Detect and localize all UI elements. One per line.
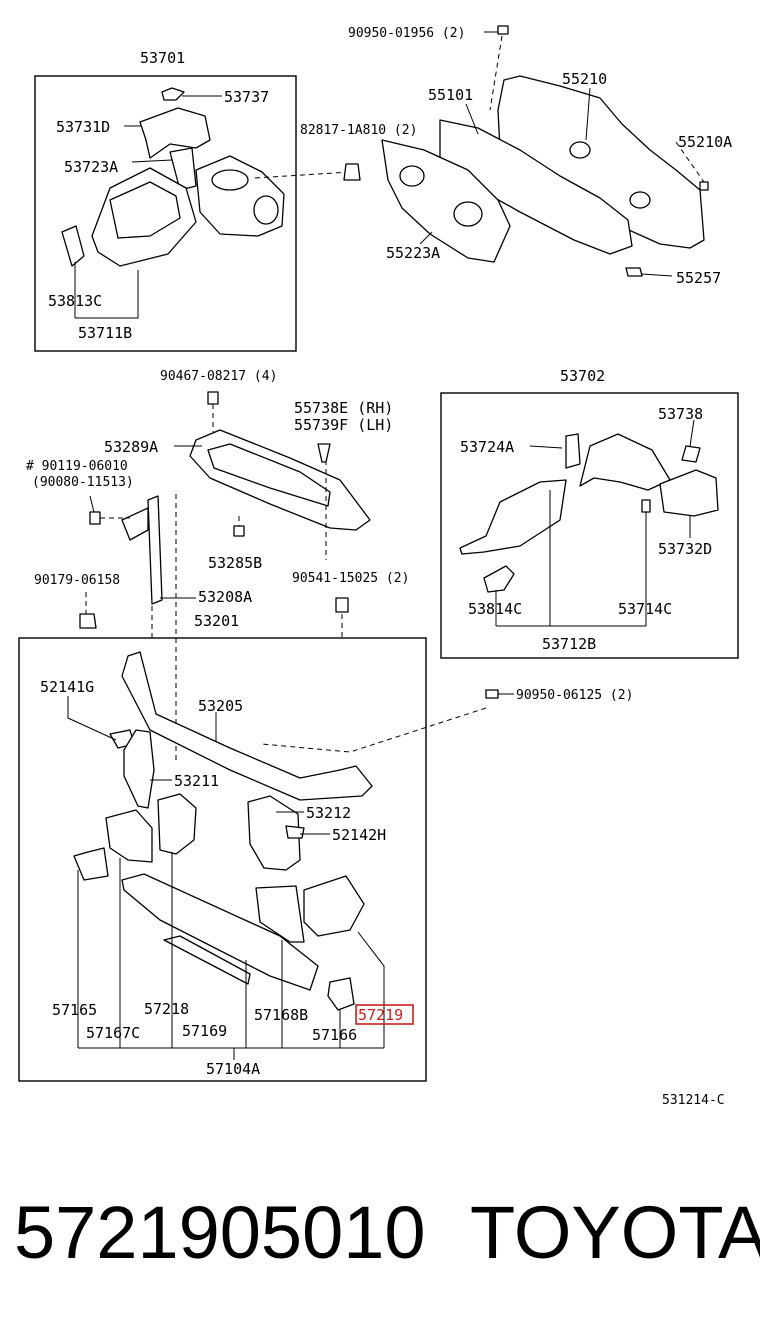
bolt-90541-shape — [335, 597, 349, 613]
label-53814C: 53814C — [468, 600, 522, 618]
label-57167C: 57167C — [86, 1024, 140, 1042]
leader-90950-06125 — [261, 707, 487, 753]
label-53813C: 53813C — [48, 292, 102, 310]
radiator-support-53201-drawing — [73, 651, 373, 1011]
leader-53711B — [74, 262, 139, 319]
label-53211: 53211 — [174, 772, 219, 790]
label-90467-08217: 90467-08217 (4) — [160, 369, 277, 384]
label-53738: 53738 — [658, 405, 703, 423]
label-57218: 57218 — [144, 1000, 189, 1018]
label-53731D: 53731D — [56, 118, 110, 136]
label-52142H: 52142H — [332, 826, 386, 844]
label-53724A: 53724A — [460, 438, 514, 456]
label-57104A: 57104A — [206, 1060, 260, 1078]
label-53714C: 53714C — [618, 600, 672, 618]
group-box-53701 — [34, 75, 297, 352]
label-55223A: 55223A — [386, 244, 440, 262]
leader-90950-01956-drop — [489, 35, 503, 111]
leader-53723A — [131, 159, 173, 163]
label-57219: 57219 — [358, 1006, 403, 1024]
label-55739F: 55739F (LH) — [294, 416, 393, 434]
group-box-53702 — [440, 392, 739, 659]
label-90950-06125: 90950-06125 (2) — [516, 688, 633, 703]
label-55210A: 55210A — [678, 133, 732, 151]
leader-55210 — [585, 87, 591, 141]
label-53712B: 53712B — [542, 635, 596, 653]
leader-90119 — [89, 495, 95, 513]
label-53701: 53701 — [140, 49, 185, 67]
label-90080-11513: (90080-11513) — [32, 475, 134, 490]
label-53208A: 53208A — [198, 588, 252, 606]
dash-panel-55210-drawing — [381, 25, 709, 277]
leader-53738 — [689, 419, 695, 447]
leader-53712B — [495, 490, 647, 627]
label-82817-1A810: 82817-1A810 (2) — [300, 123, 417, 138]
leader-82817 — [254, 171, 351, 179]
label-90119-06010: # 90119-06010 — [26, 459, 128, 474]
footer: 5721905010 TOYOTA — [0, 1190, 760, 1280]
leader-55257 — [641, 273, 673, 277]
leader-55210A — [675, 141, 705, 183]
part-number: 5721905010 — [14, 1191, 426, 1274]
label-53732D: 53732D — [658, 540, 712, 558]
label-55101: 55101 — [428, 86, 473, 104]
label-53285B: 53285B — [208, 554, 262, 572]
leader-55101 — [465, 103, 479, 135]
apron-assembly-53701-drawing — [61, 87, 285, 267]
label-90541-15025: 90541-15025 (2) — [292, 571, 409, 586]
label-53723A: 53723A — [64, 158, 118, 176]
label-55738E: 55738E (RH) — [294, 399, 393, 417]
label-53205: 53205 — [198, 697, 243, 715]
label-53711B: 53711B — [78, 324, 132, 342]
label-53702: 53702 — [560, 367, 605, 385]
label-53289A: 53289A — [104, 438, 158, 456]
label-57168B: 57168B — [254, 1006, 308, 1024]
leader-57104A-bracket — [77, 852, 385, 1060]
label-90950-01956: 90950-01956 (2) — [348, 26, 465, 41]
apron-assembly-53702-drawing — [459, 433, 719, 593]
clip-90950-06125-shape — [485, 689, 499, 699]
label-53737: 53737 — [224, 88, 269, 106]
label-90179-06158: 90179-06158 — [34, 573, 120, 588]
label-52141G: 52141G — [40, 678, 94, 696]
label-57165: 57165 — [52, 1001, 97, 1019]
label-diagram-ref: 531214-C — [662, 1093, 725, 1108]
nut-82817-shape — [343, 163, 361, 181]
label-53201: 53201 — [194, 612, 239, 630]
support-brace-53208A-drawing — [79, 495, 163, 629]
label-55257: 55257 — [676, 269, 721, 287]
group-box-53201 — [18, 637, 427, 1082]
brand-name: TOYOTA — [470, 1191, 760, 1274]
label-55210: 55210 — [562, 70, 607, 88]
leader-52141G — [67, 696, 117, 741]
label-57169: 57169 — [182, 1022, 227, 1040]
highlight-box-57219 — [355, 1004, 414, 1025]
leader-53724A — [529, 445, 563, 449]
leader-55223A — [419, 231, 433, 245]
label-53212: 53212 — [306, 804, 351, 822]
radiator-support-upper-53289A-drawing — [189, 391, 371, 537]
label-57166: 57166 — [312, 1026, 357, 1044]
